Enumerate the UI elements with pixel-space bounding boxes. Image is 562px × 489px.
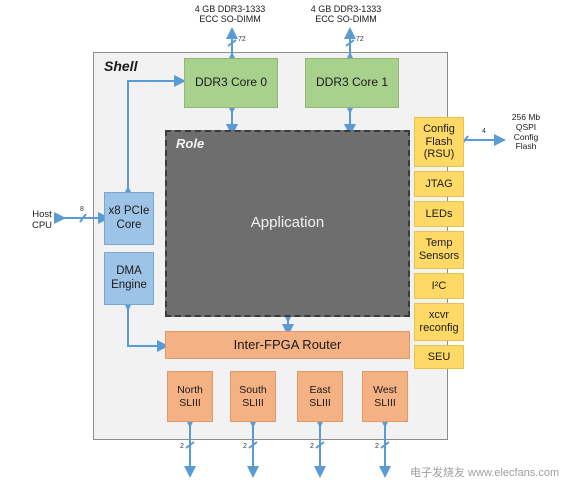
host-bus-width: 8	[80, 206, 84, 213]
south-bus-width: 2	[243, 443, 247, 450]
role-region	[165, 130, 410, 317]
leds-block: LEDs	[414, 201, 464, 227]
seu-block: SEU	[414, 345, 464, 369]
north-bus-width: 2	[180, 443, 184, 450]
role-title: Role	[176, 136, 205, 151]
west-bus-width: 2	[375, 443, 379, 450]
watermark-text: 电子发烧友 www.elecfans.com	[410, 467, 560, 479]
jtag-block: JTAG	[414, 171, 464, 197]
ddr0-bus-width: 72	[238, 36, 246, 43]
ddr1-bus-width: 72	[356, 36, 364, 43]
ddr3-core-0: DDR3 Core 0	[184, 58, 278, 108]
qspi-bus-width: 4	[482, 128, 486, 135]
ddr3-core-1: DDR3 Core 1	[305, 58, 399, 108]
application-label: Application	[250, 214, 325, 231]
i2c-block: I²C	[414, 273, 464, 299]
shell-title: Shell	[104, 58, 138, 74]
east-bus-width: 2	[310, 443, 314, 450]
inter-fpga-router: Inter-FPGA Router	[165, 331, 410, 359]
